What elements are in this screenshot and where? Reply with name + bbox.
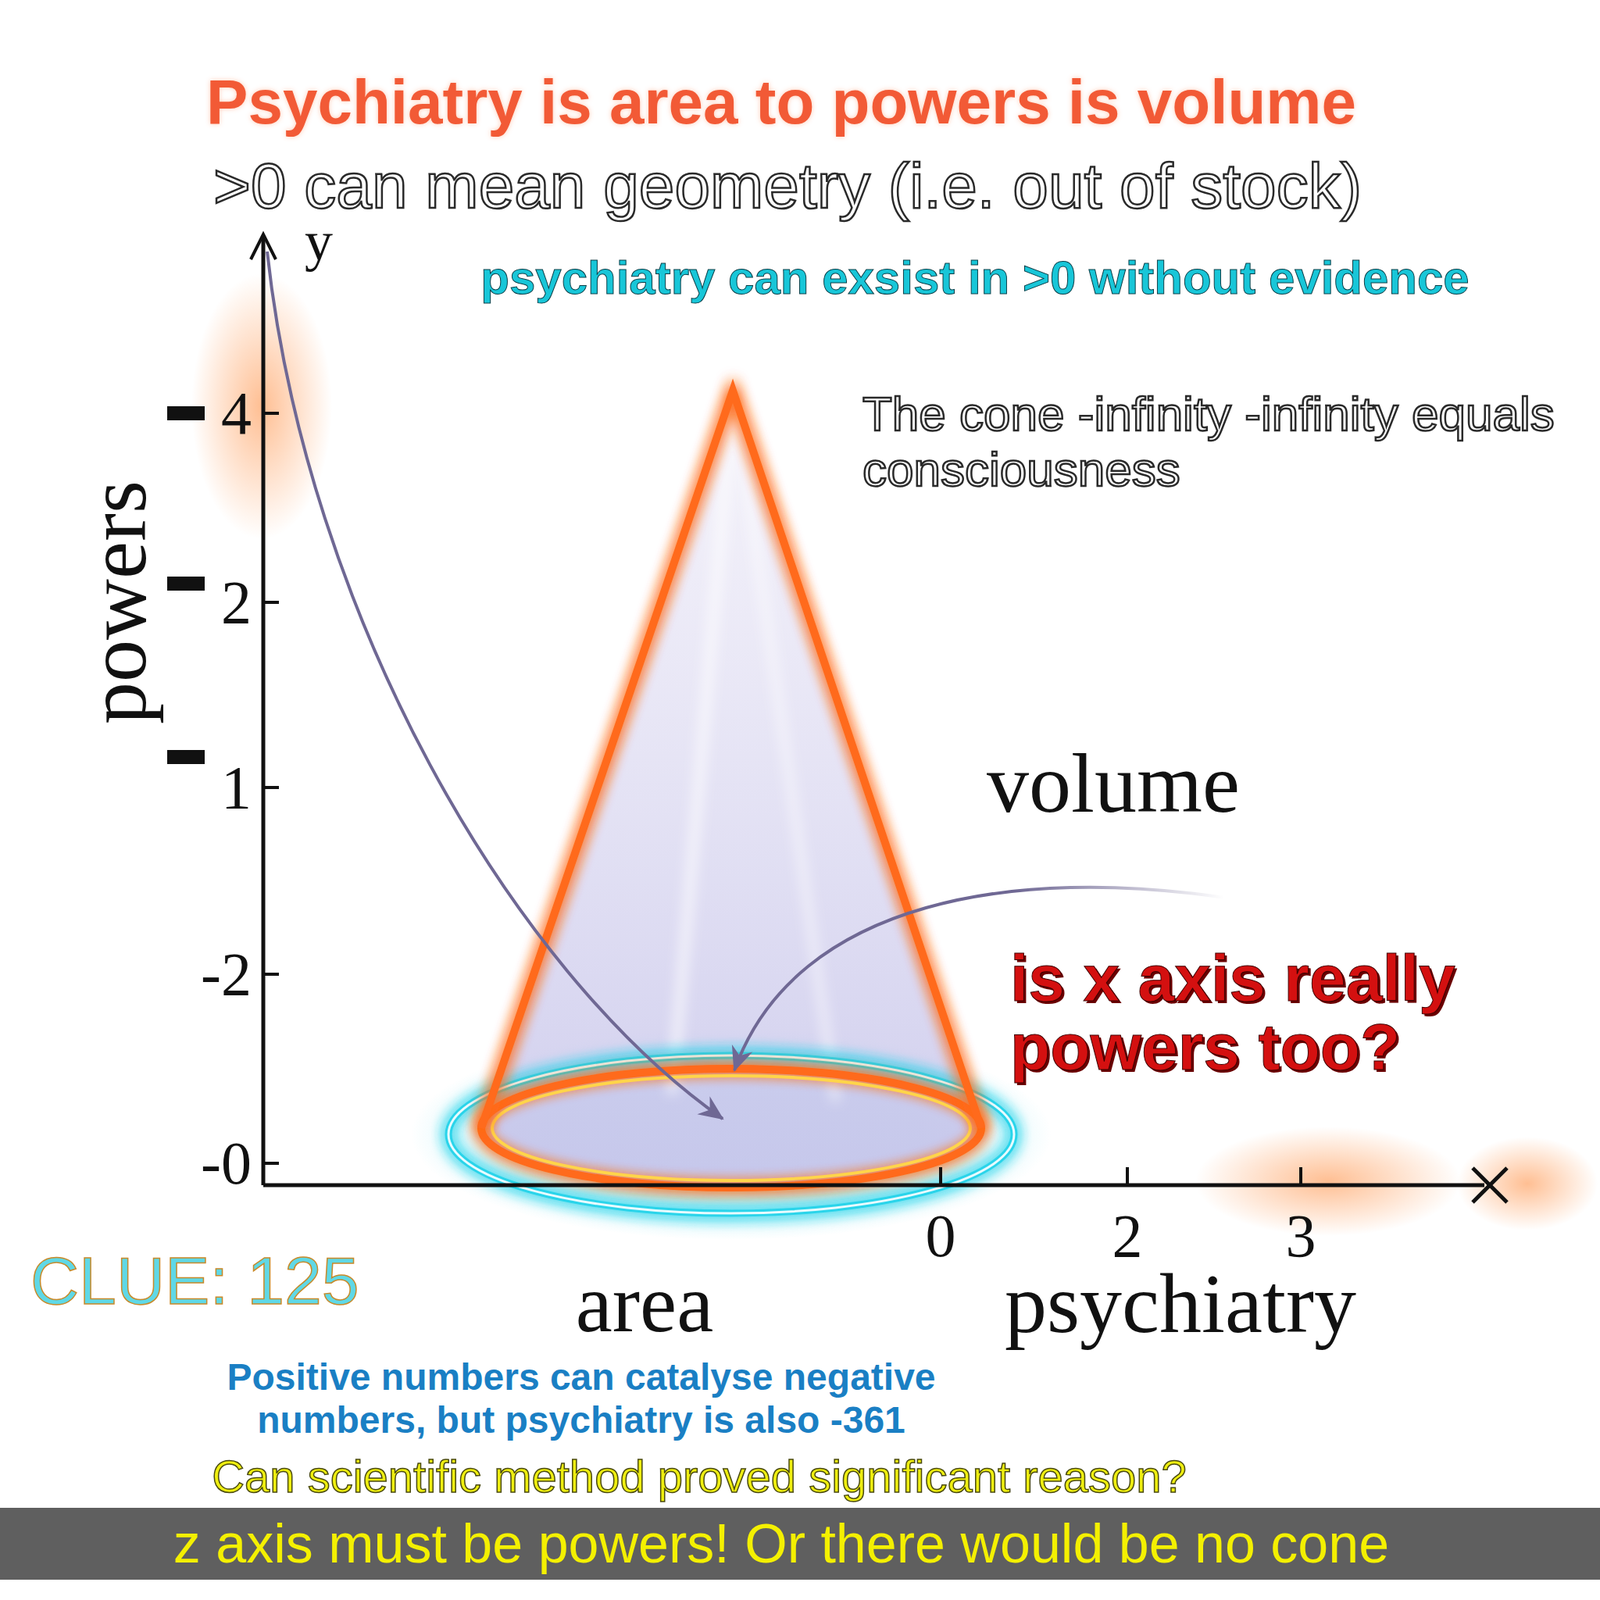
axis-title: powers bbox=[71, 480, 165, 725]
text-holder: CLUE: 125 bbox=[30, 1243, 360, 1318]
cone-body bbox=[481, 390, 982, 1188]
axis-cross bbox=[1472, 1167, 1508, 1203]
diagram-title: Psychiatry is area to powers is volume bbox=[206, 67, 1357, 137]
text-holder: y bbox=[304, 210, 333, 273]
x-ticks bbox=[940, 1167, 1301, 1186]
part-name: volume bbox=[986, 737, 1240, 831]
text-holder: -2 bbox=[200, 940, 252, 1008]
text-holder: z axis must be powers! Or there would be… bbox=[173, 1514, 1390, 1575]
tick-label: -0 bbox=[200, 1129, 252, 1197]
y-axis bbox=[261, 235, 266, 1186]
clue-text: CLUE: 125 bbox=[30, 1243, 360, 1318]
text-holder: psychiatry bbox=[1004, 1257, 1357, 1351]
axis-cross bbox=[1472, 1167, 1508, 1203]
text-holder: Psychiatry is area to powers is volume bbox=[206, 67, 1357, 137]
y-ticks bbox=[263, 413, 279, 1164]
cyan-ring-core bbox=[448, 1055, 1015, 1214]
part-name: area bbox=[575, 1258, 714, 1350]
curved-arrow bbox=[267, 251, 723, 1119]
text-holder: -0 bbox=[200, 1129, 252, 1197]
text-holder: volume bbox=[986, 737, 1240, 831]
question-text: Can scientific method proved significant… bbox=[211, 1451, 1187, 1502]
subtitle-note: >0 can mean geometry (i.e. out of stock) bbox=[213, 150, 1362, 222]
text-holder: The cone -infinity -infinity equals cons… bbox=[862, 385, 1566, 498]
tick-label: 4 bbox=[221, 379, 252, 447]
caption-text: z axis must be powers! Or there would be… bbox=[173, 1514, 1390, 1575]
text-holder: 4 bbox=[221, 379, 252, 447]
axis-arrowhead bbox=[250, 234, 276, 260]
cyan-ring bbox=[448, 1055, 1015, 1214]
note-text: psychiatry can exsist in >0 without evid… bbox=[480, 252, 1469, 304]
text-holder: 0 bbox=[925, 1202, 957, 1270]
text-holder: area bbox=[575, 1258, 714, 1350]
tick-label: 1 bbox=[221, 753, 252, 822]
note-text: The cone -infinity -infinity equals cons… bbox=[862, 385, 1566, 498]
cone-highlight bbox=[671, 414, 732, 1094]
cone-outline bbox=[481, 390, 982, 1129]
glow-blob bbox=[1195, 1126, 1461, 1236]
caption-band bbox=[0, 1507, 1600, 1580]
text-holder: 2 bbox=[221, 568, 252, 636]
note-text: Positive numbers can catalyse negative n… bbox=[175, 1355, 988, 1442]
tick-label: 0 bbox=[925, 1202, 957, 1270]
tick-bars bbox=[167, 406, 205, 765]
cone-highlight bbox=[737, 414, 836, 1102]
text-holder: powers bbox=[71, 480, 165, 725]
text-holder: psychiatry can exsist in >0 without evid… bbox=[480, 252, 1469, 304]
text-holder: is x axis really powers too? bbox=[1010, 943, 1542, 1082]
axis-name: y bbox=[304, 210, 333, 273]
tick-label: -2 bbox=[200, 940, 252, 1008]
text-holder: Positive numbers can catalyse negative n… bbox=[175, 1355, 988, 1442]
question-text: is x axis really powers too? bbox=[1010, 943, 1542, 1082]
yellow-ring bbox=[492, 1075, 971, 1181]
orange-ring bbox=[481, 1068, 982, 1188]
text-holder: 1 bbox=[221, 753, 252, 822]
text-holder: Can scientific method proved significant… bbox=[211, 1451, 1187, 1502]
tick-label: 2 bbox=[221, 568, 252, 636]
text-holder: >0 can mean geometry (i.e. out of stock) bbox=[213, 150, 1362, 222]
axis-title: psychiatry bbox=[1004, 1257, 1357, 1351]
